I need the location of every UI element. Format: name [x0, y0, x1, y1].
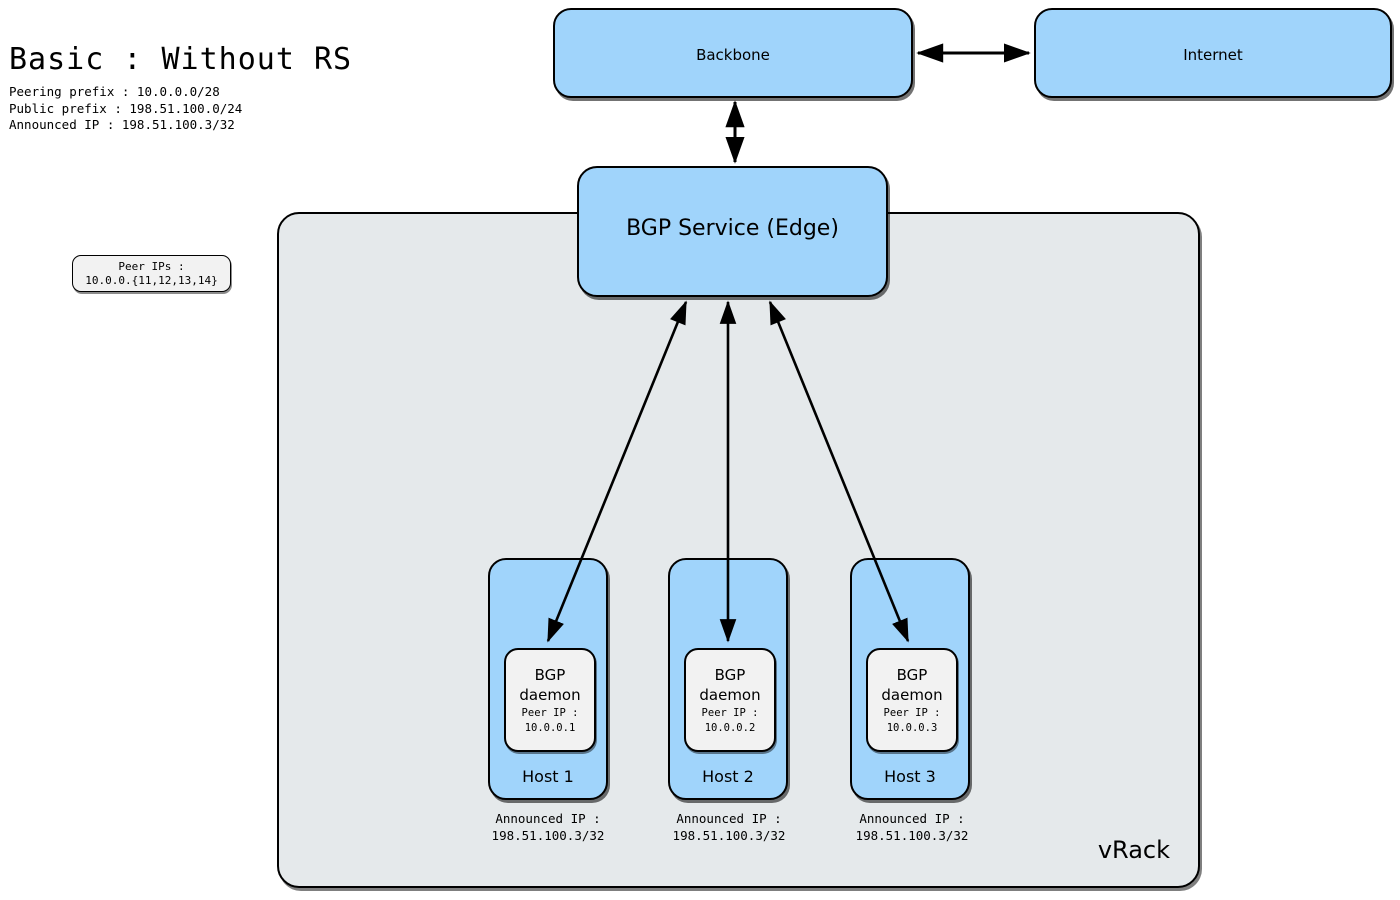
node-host-3[interactable]: BGP daemon Peer IP : 10.0.0.3 Host 3 — [850, 558, 970, 800]
announced-ip-caption-host-3: Announced IP : 198.51.100.3/32 — [812, 810, 1012, 844]
node-bgp-service[interactable]: BGP Service (Edge) — [577, 166, 888, 297]
announced-ip-value-host-2: 198.51.100.3/32 — [672, 828, 786, 843]
node-internet[interactable]: Internet — [1034, 8, 1392, 98]
bgp-daemon-peer-caption-host-2: Peer IP : — [701, 706, 759, 719]
peer-ips-value: 10.0.0.{11,12,13,14} — [85, 273, 218, 287]
node-host-1[interactable]: BGP daemon Peer IP : 10.0.0.1 Host 1 — [488, 558, 608, 800]
title-block: Basic : Without RS Peering prefix : 10.0… — [9, 42, 429, 134]
node-backbone[interactable]: Backbone — [553, 8, 913, 98]
page-title: Basic : Without RS — [9, 42, 353, 77]
bgp-daemon-line1-host-1: BGP — [534, 665, 566, 684]
announced-ip-label-host-2: Announced IP : — [676, 811, 782, 826]
subtitle-lines: Peering prefix : 10.0.0.0/28 Public pref… — [9, 84, 429, 134]
bgp-daemon-peer-caption-host-1: Peer IP : — [521, 706, 579, 719]
bgp-daemon-line2-host-1: daemon — [519, 685, 581, 704]
node-internet-label: Internet — [1183, 46, 1243, 64]
subtitle-line-peering-prefix: Peering prefix : 10.0.0.0/28 — [9, 84, 220, 99]
subtitle-line-announced-ip: Announced IP : 198.51.100.3/32 — [9, 117, 235, 132]
node-host-2[interactable]: BGP daemon Peer IP : 10.0.0.2 Host 2 — [668, 558, 788, 800]
bgp-daemon-line1-host-2: BGP — [714, 665, 746, 684]
bgp-daemon-line2-host-3: daemon — [881, 685, 943, 704]
vrack-label: vRack — [1097, 836, 1170, 864]
announced-ip-label-host-3: Announced IP : — [859, 811, 965, 826]
node-host-1-label: Host 1 — [522, 767, 574, 786]
bgp-daemon-peer-caption-host-3: Peer IP : — [883, 706, 941, 719]
announced-ip-caption-host-1: Announced IP : 198.51.100.3/32 — [448, 810, 648, 844]
bgp-daemon-line1-host-3: BGP — [896, 665, 928, 684]
bgp-daemon-box-host-2: BGP daemon Peer IP : 10.0.0.2 — [684, 648, 776, 752]
bgp-daemon-peer-ip-host-2: 10.0.0.2 — [704, 722, 756, 734]
bgp-daemon-peer-ip-host-1: 10.0.0.1 — [524, 722, 576, 734]
bgp-daemon-peer-ip-host-3: 10.0.0.3 — [886, 722, 938, 734]
announced-ip-value-host-1: 198.51.100.3/32 — [491, 828, 605, 843]
announced-ip-value-host-3: 198.51.100.3/32 — [855, 828, 969, 843]
bgp-daemon-line2-host-2: daemon — [699, 685, 761, 704]
node-backbone-label: Backbone — [696, 46, 770, 64]
announced-ip-label-host-1: Announced IP : — [495, 811, 601, 826]
announced-ip-caption-host-2: Announced IP : 198.51.100.3/32 — [629, 810, 829, 844]
node-host-3-label: Host 3 — [884, 767, 936, 786]
subtitle-line-public-prefix: Public prefix : 198.51.100.0/24 — [9, 100, 243, 116]
node-bgp-service-label: BGP Service (Edge) — [626, 216, 839, 241]
peer-ips-caption: Peer IPs : — [118, 259, 185, 273]
peer-ips-box: Peer IPs : 10.0.0.{11,12,13,14} — [72, 255, 231, 292]
node-host-2-label: Host 2 — [702, 767, 754, 786]
bgp-daemon-box-host-3: BGP daemon Peer IP : 10.0.0.3 — [866, 648, 958, 752]
bgp-daemon-box-host-1: BGP daemon Peer IP : 10.0.0.1 — [504, 648, 596, 752]
